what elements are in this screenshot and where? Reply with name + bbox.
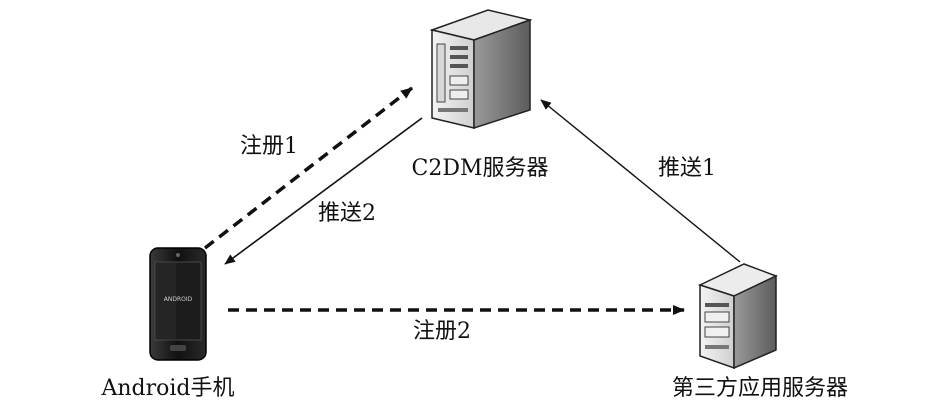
android-phone-label: Android手机 [100,376,234,401]
c2dm-server-icon [429,9,533,130]
push2-label: 推送2 [318,201,376,226]
register2-label: 注册2 [413,319,471,344]
third-party-server-label: 第三方应用服务器 [672,376,848,401]
c2dm-server-label: C2DM服务器 [412,156,549,181]
push1-label: 推送1 [658,156,716,181]
third-party-server-icon [697,263,778,370]
edge-register1 [203,86,414,250]
edge-push2 [224,117,423,265]
register1-label: 注册1 [240,134,298,159]
edge-push1 [540,99,741,263]
android-phone-icon: ANDROID [149,247,207,361]
phone-screen-text: ANDROID [164,296,193,303]
